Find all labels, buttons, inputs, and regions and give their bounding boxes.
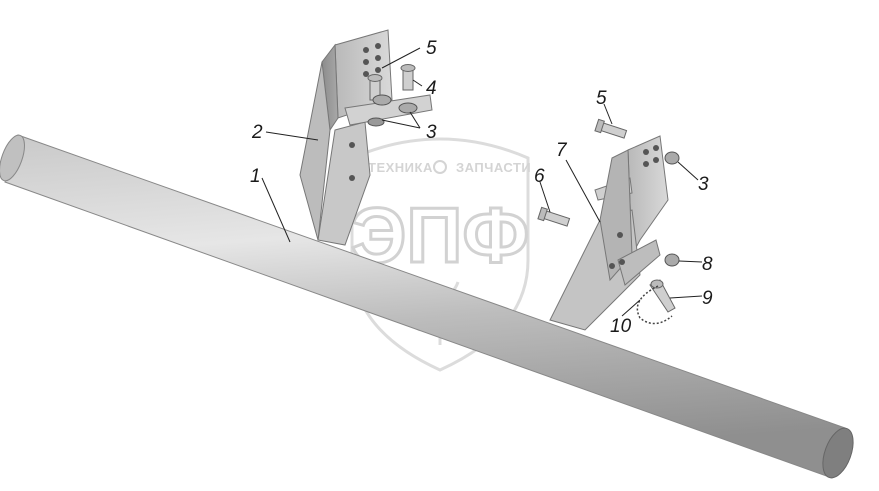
callout-8: 8 xyxy=(702,254,713,275)
left-fasteners xyxy=(367,64,418,127)
watermark-left-text: ТЕХНИКА xyxy=(368,160,433,175)
tube xyxy=(0,134,854,479)
callout-5-left: 5 xyxy=(426,38,437,59)
callout-labels: 1 2 3 4 5 5 3 6 7 8 9 10 xyxy=(250,38,713,337)
right-bracket xyxy=(549,135,669,331)
callout-7: 7 xyxy=(556,140,568,161)
callout-10: 10 xyxy=(610,316,632,337)
callout-3-right: 3 xyxy=(698,174,709,195)
callout-1: 1 xyxy=(250,166,261,187)
leader-lines xyxy=(261,47,703,317)
left-bracket xyxy=(299,29,433,246)
callout-9: 9 xyxy=(702,288,713,309)
callout-4: 4 xyxy=(426,78,437,99)
callout-5-right: 5 xyxy=(596,88,607,109)
callout-3-left: 3 xyxy=(426,122,437,143)
watermark-right-text: ЗАПЧАСТИ xyxy=(456,160,531,175)
gear-icon xyxy=(433,160,447,174)
callout-2: 2 xyxy=(251,122,263,143)
callout-6: 6 xyxy=(534,166,545,187)
right-fasteners xyxy=(537,118,680,325)
